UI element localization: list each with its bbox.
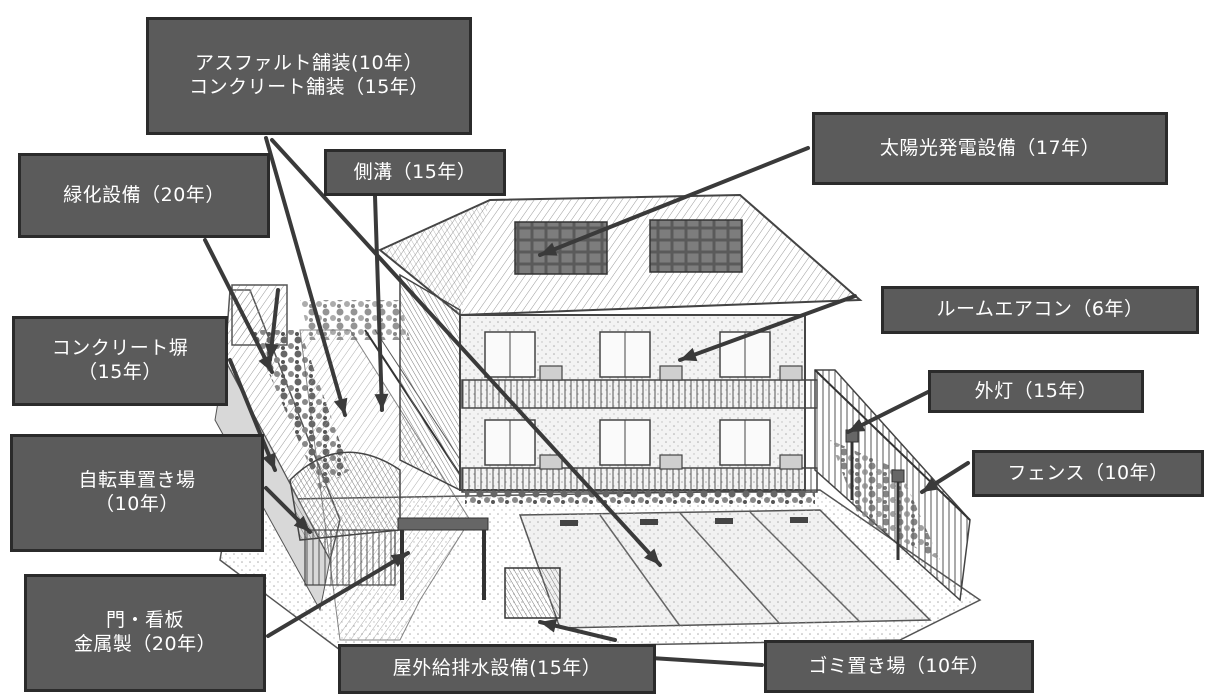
greenery-arrow-1 bbox=[203, 238, 274, 374]
solar-arrow-head bbox=[540, 242, 558, 256]
label-paving: アスファルト舗装(10年） コンクリート舗装（15年） bbox=[146, 17, 472, 135]
outdoor-light-arrow-head bbox=[848, 418, 866, 432]
gate-sketch bbox=[397, 517, 489, 600]
leader-arrows bbox=[203, 136, 970, 667]
label-bicycle-parking: 自転車置き場 （10年） bbox=[10, 434, 264, 552]
label-gutter: 側溝（15年） bbox=[324, 149, 506, 196]
water-supply-arrow-head bbox=[540, 618, 558, 633]
fence-arrow-head bbox=[922, 477, 940, 492]
gutter-arrow bbox=[373, 194, 384, 412]
bicycle-parking-sketch bbox=[289, 451, 401, 586]
label-gate-sign: 門・看板 金属製（20年） bbox=[24, 574, 266, 692]
concrete-wall-arrow bbox=[228, 358, 277, 472]
paving-arrow-2 bbox=[270, 138, 662, 567]
label-outdoor-light: 外灯（15年） bbox=[928, 370, 1144, 413]
concrete-wall-arrow-head bbox=[262, 452, 276, 470]
aircon-arrow bbox=[678, 294, 857, 362]
label-concrete-wall: コンクリート塀 （15年） bbox=[12, 316, 228, 406]
paving-arrow-1-head bbox=[333, 397, 348, 415]
label-fence: フェンス（10年） bbox=[972, 450, 1204, 497]
label-room-aircon: ルームエアコン（6年） bbox=[881, 286, 1199, 334]
solar-arrow bbox=[538, 146, 810, 257]
paving-arrow-2-head bbox=[644, 548, 660, 565]
label-water-supply-drainage: 屋外給排水設備(15年） bbox=[338, 644, 656, 694]
greenery-arrow-2-head bbox=[264, 343, 279, 360]
bicycle-parking-arrow-head bbox=[293, 515, 310, 532]
gate-sign-arrow bbox=[266, 551, 410, 638]
garbage-station-sketch bbox=[504, 567, 561, 619]
building-sketch bbox=[378, 193, 863, 504]
paving-arrow-1 bbox=[264, 136, 347, 417]
aircon-arrow-head bbox=[680, 347, 698, 362]
gate-sign-arrow-head bbox=[390, 553, 408, 568]
label-garbage-station: ゴミ置き場（10年） bbox=[764, 640, 1034, 693]
gutter-arrow-head bbox=[374, 393, 389, 410]
label-solar-power: 太陽光発電設備（17年） bbox=[812, 112, 1168, 185]
outdoor-light-sketch bbox=[845, 429, 905, 560]
label-greenery: 緑化設備（20年） bbox=[18, 153, 270, 238]
